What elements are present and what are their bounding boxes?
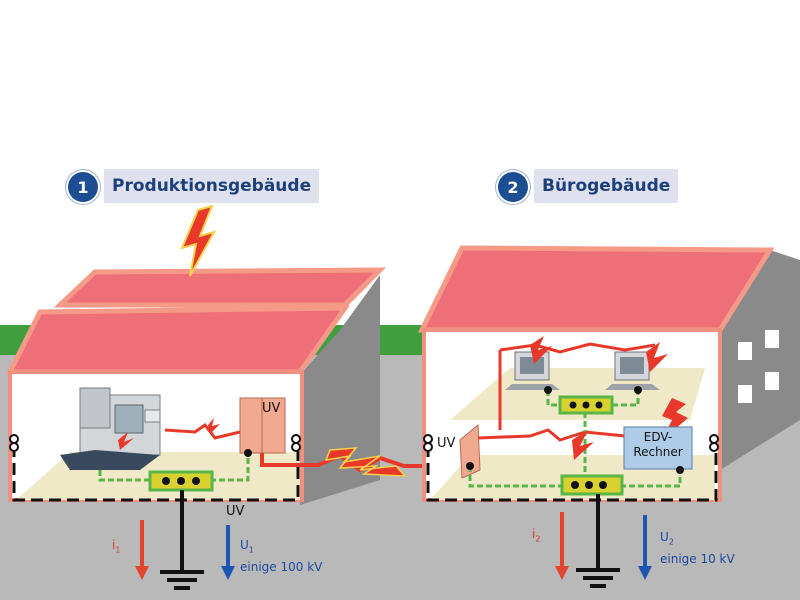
i1-symbol: i [112,538,116,552]
u2-subscript: 2 [668,537,674,547]
production-building [5,267,387,590]
u1-label: U1 [240,538,254,554]
building1-title: Produktionsgebäude [104,169,320,203]
u1-symbol: U [240,538,249,552]
current-arrow-i2 [555,512,569,580]
lightning-icon-cable [324,447,407,477]
uv-label-office: UV [437,436,456,451]
u2-value: einige 10 kV [660,552,735,566]
edv-computer-label: EDV- Rechner [626,430,690,460]
production-roof-front [5,305,350,375]
i1-label: i1 [112,538,120,554]
edv-computer-box [623,426,693,470]
building1-number-badge: 1 [68,172,98,202]
uv-label-ground: UV [226,504,245,519]
i1-subscript: 1 [115,545,121,555]
ground-symbol-icon-2 [576,568,620,588]
production-roof-back [53,267,387,308]
lightning-icon-strike [180,204,217,277]
production-distribution-box [239,397,286,454]
edv-label-line1: EDV- [643,430,673,444]
uv-label-production: UV [262,401,281,416]
voltage-arrow-u1 [221,525,235,580]
cnc-machine-icon [60,387,161,470]
u1-subscript: 1 [248,545,254,555]
office-distribution-box [459,423,481,479]
u2-label: U2 [660,530,674,546]
computer-icon-right [605,351,660,390]
building2-title: Bürogebäude [534,169,679,203]
edv-label-line2: Rechner [633,445,683,459]
voltage-arrow-u2 [638,515,652,580]
current-arrow-i1 [135,520,149,580]
office-building [417,245,800,588]
u2-symbol: U [660,530,669,544]
i2-subscript: 2 [535,534,541,544]
building2-number-badge: 2 [498,172,528,202]
office-roof [417,245,775,333]
u1-value: einige 100 kV [240,560,323,574]
i2-symbol: i [532,527,536,541]
ground-symbol-icon-1 [160,570,204,590]
i2-label: i2 [532,527,540,543]
